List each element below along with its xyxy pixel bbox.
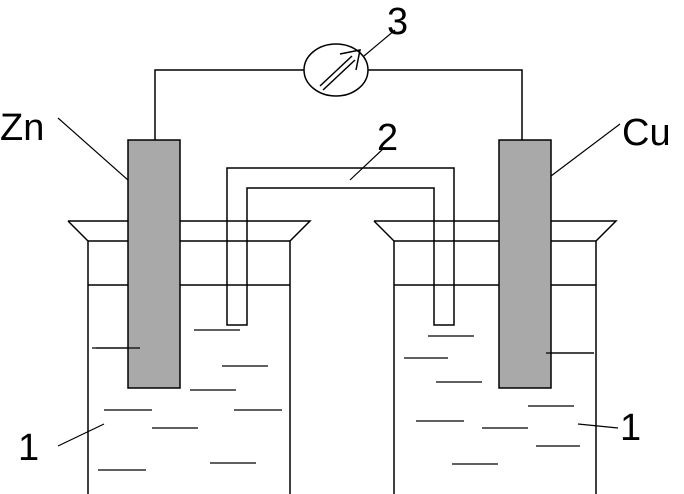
galvanometer-arrow-icon bbox=[319, 49, 361, 91]
leader-zinc bbox=[57, 117, 129, 181]
label-solution-left: 1 bbox=[18, 427, 39, 469]
galvanometer bbox=[303, 43, 369, 97]
label-meter: 3 bbox=[387, 1, 408, 43]
leader-solution-left bbox=[57, 423, 105, 447]
beaker-left bbox=[67, 220, 312, 494]
copper-electrode bbox=[498, 139, 552, 389]
label-zinc: Zn bbox=[0, 107, 44, 149]
wire-left bbox=[154, 69, 304, 140]
salt-bridge bbox=[226, 167, 455, 326]
label-salt-bridge: 2 bbox=[377, 117, 398, 159]
leader-meter bbox=[363, 29, 396, 57]
leader-copper bbox=[550, 123, 621, 177]
label-copper: Cu bbox=[622, 112, 671, 154]
leader-salt-bridge bbox=[349, 147, 385, 181]
label-solution-right: 1 bbox=[620, 407, 641, 449]
leader-solution-right bbox=[577, 423, 619, 429]
external-circuit bbox=[154, 69, 523, 140]
beaker-left-outline bbox=[67, 220, 312, 494]
beaker-right bbox=[373, 220, 618, 494]
zinc-electrode bbox=[127, 139, 181, 389]
liquid-left-dashes bbox=[96, 329, 282, 471]
wire-right bbox=[368, 69, 523, 140]
galvanometer-body bbox=[303, 43, 369, 97]
